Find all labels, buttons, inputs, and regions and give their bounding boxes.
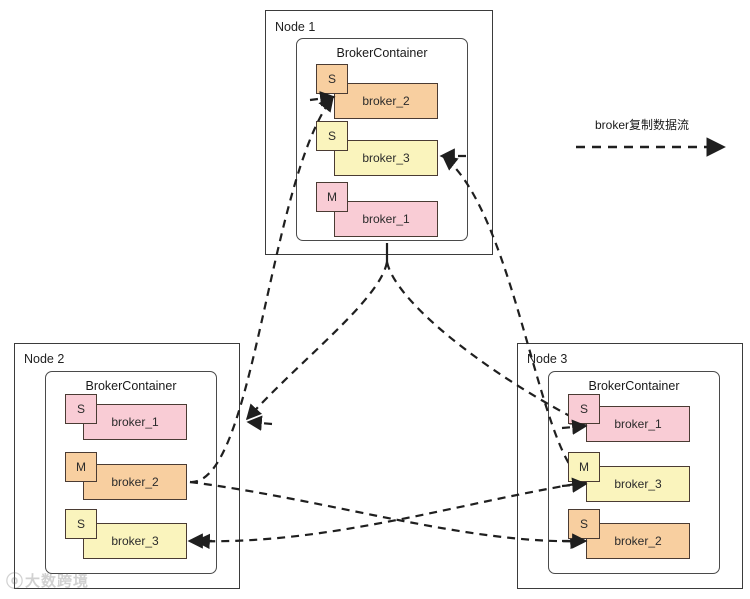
node-2-broker-2-box[interactable]: broker_2 <box>83 464 187 500</box>
edge-broker3-node3-to-node1 <box>441 155 589 484</box>
watermark: ⓞ 大数跨境 <box>6 566 134 596</box>
node-3-label: Node 3 <box>527 352 568 366</box>
legend-label: broker复制数据流 <box>595 118 690 132</box>
node-1-broker-2-box[interactable]: broker_2 <box>334 83 438 119</box>
node-3-broker-2-box[interactable]: broker_2 <box>586 523 690 559</box>
node-3-broker-3-role-tag: M <box>568 452 600 482</box>
node-2-broker-3-box[interactable]: broker_3 <box>83 523 187 559</box>
edge-broker1-node1-to-node2 <box>245 261 389 421</box>
node-1-broker-container[interactable] <box>296 38 468 241</box>
node-1-broker-3-role-tag: S <box>316 121 348 151</box>
edge-broker3-node3-to-node2 <box>194 480 589 550</box>
node-1-broker-2-role-tag: S <box>316 64 348 94</box>
node-2-broker-container[interactable] <box>45 371 217 574</box>
node-2-broker-container-title: BrokerContainer <box>85 379 177 393</box>
node-3-broker-container-title: BrokerContainer <box>588 379 680 393</box>
edge-broker2-node2-to-node3 <box>189 480 586 550</box>
node-2-label: Node 2 <box>24 352 65 366</box>
node-3-broker-container[interactable] <box>548 371 720 574</box>
node-1-broker-3-box[interactable]: broker_3 <box>334 140 438 176</box>
watermark-text: 大数跨境 <box>25 572 90 590</box>
node-2-broker-3-role-tag: S <box>65 509 97 539</box>
node-3-broker-3-box[interactable]: broker_3 <box>586 466 690 502</box>
node-1-frame[interactable] <box>265 10 493 255</box>
edge-broker2-node2-to-node1 <box>189 95 334 484</box>
watermark-logo-icon: ⓞ <box>6 571 23 591</box>
node-2-broker-2-role-tag: M <box>65 452 97 482</box>
node-2-frame[interactable] <box>14 343 240 589</box>
node-1-label: Node 1 <box>275 20 316 34</box>
node-1-broker-1-role-tag: M <box>316 182 348 212</box>
node-1-broker-container-title: BrokerContainer <box>336 46 428 60</box>
node-3-frame[interactable] <box>517 343 743 589</box>
edge-broker1-node1-to-node3 <box>385 261 587 425</box>
node-1-broker-1-box[interactable]: broker_1 <box>334 201 438 237</box>
node-2-broker-1-role-tag: S <box>65 394 97 424</box>
node-2-broker-1-box[interactable]: broker_1 <box>83 404 187 440</box>
node-3-broker-1-box[interactable]: broker_1 <box>586 406 690 442</box>
